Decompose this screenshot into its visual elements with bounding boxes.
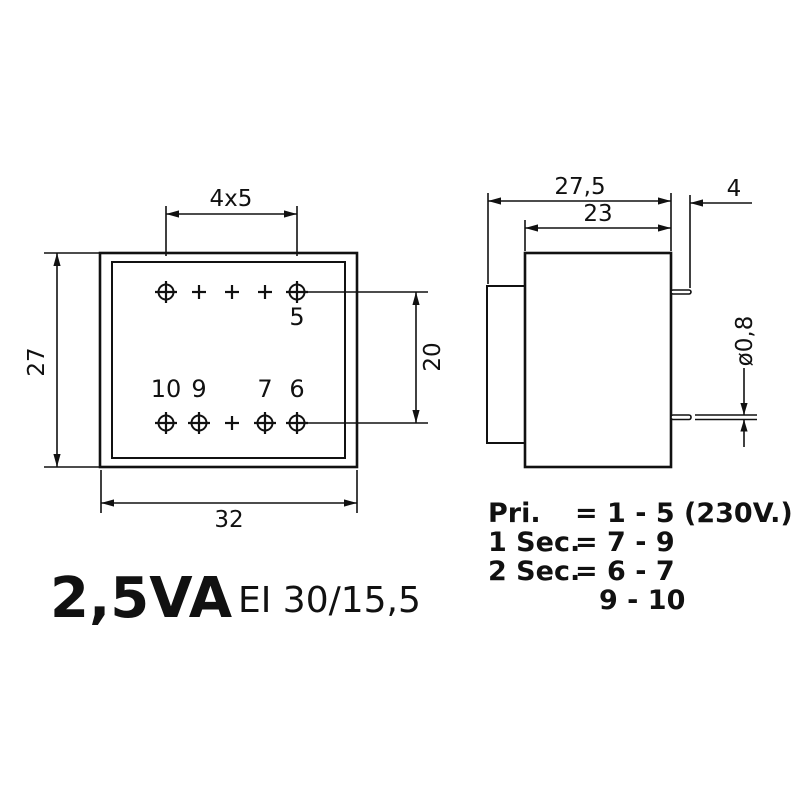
power-rating-label: 2,5VA <box>50 566 233 631</box>
arrowhead <box>53 253 61 266</box>
pin-9-symbol <box>188 412 210 434</box>
pin-label-9: 9 <box>191 375 206 403</box>
dim-body-depth-label: 23 <box>583 201 612 227</box>
connection-row-label: 2 Sec. <box>488 556 580 587</box>
bottom-view-outer-outline <box>98 251 359 469</box>
arrowhead <box>740 419 748 432</box>
side-view: 27,5 23 4 ø0,8 <box>486 174 758 469</box>
pin-label-10: 10 <box>151 375 182 403</box>
connection-row-value: 9 - 10 <box>599 585 685 616</box>
bottom-view: 5 10 9 7 6 <box>24 186 446 533</box>
arrowhead <box>690 199 703 207</box>
unused-hole <box>225 285 239 299</box>
dim-overall-depth: 27,5 <box>487 174 672 284</box>
pin-row-top: 5 <box>155 281 308 331</box>
dim-body-depth: 23 <box>524 201 671 251</box>
dim-height: 27 <box>24 252 99 468</box>
arrowhead <box>658 197 671 205</box>
arrowhead <box>53 454 61 467</box>
dim-overall-depth-label: 27,5 <box>554 174 605 200</box>
dim-pin-pitch: 4x5 <box>165 186 298 256</box>
pin-label-5: 5 <box>289 303 304 331</box>
connection-row-label: Pri. <box>488 498 541 529</box>
arrowhead <box>740 403 748 415</box>
arrowhead <box>412 410 420 423</box>
connection-row-label: 1 Sec. <box>488 527 580 558</box>
dim-width-label: 32 <box>214 507 243 533</box>
connection-table: Pri. = 1 - 5 (230V.) 1 Sec. = 7 - 9 2 Se… <box>488 498 793 616</box>
arrowhead <box>344 499 357 507</box>
dim-height-label: 27 <box>24 347 50 376</box>
pin-7-symbol <box>254 412 276 434</box>
pin-label-7: 7 <box>257 375 272 403</box>
dim-pin-diameter-label: ø0,8 <box>732 316 758 367</box>
arrowhead <box>658 224 671 232</box>
pin-row-bottom: 10 9 7 6 <box>151 375 308 434</box>
dim-pin-pitch-label: 4x5 <box>210 186 253 212</box>
dim-pin-row-spacing: 20 <box>308 291 446 424</box>
dim-pin-row-spacing-label: 20 <box>420 342 446 371</box>
upper-pin <box>670 289 692 295</box>
pin-label-6: 6 <box>289 375 304 403</box>
pin-1-symbol <box>155 281 177 303</box>
pin-5-symbol <box>286 281 308 303</box>
dim-pin-length-label: 4 <box>727 176 742 202</box>
lower-pin <box>670 414 692 421</box>
connection-row-value: = 6 - 7 <box>575 556 675 587</box>
arrowhead <box>101 499 114 507</box>
arrowhead <box>488 197 501 205</box>
unused-hole <box>192 285 206 299</box>
side-view-flange-outline <box>486 285 526 444</box>
unused-hole <box>258 285 272 299</box>
side-view-body-outline <box>523 251 673 469</box>
dim-width: 32 <box>100 470 358 533</box>
bottom-view-inner-outline <box>111 261 346 459</box>
unused-hole <box>225 416 239 430</box>
arrowhead <box>412 292 420 305</box>
pin-10-symbol <box>155 412 177 434</box>
connection-row-value: = 1 - 5 (230V.) <box>575 498 793 529</box>
pin-6-symbol <box>286 412 308 434</box>
dim-pin-diameter: ø0,8 <box>695 316 758 447</box>
core-type-label: EI 30/15,5 <box>238 580 421 621</box>
connection-row-value: = 7 - 9 <box>575 527 675 558</box>
arrowhead <box>284 210 297 218</box>
arrowhead <box>166 210 179 218</box>
arrowhead <box>525 224 538 232</box>
dim-pin-length: 4 <box>689 176 752 288</box>
footer: 2,5VA EI 30/15,5 <box>50 566 421 631</box>
